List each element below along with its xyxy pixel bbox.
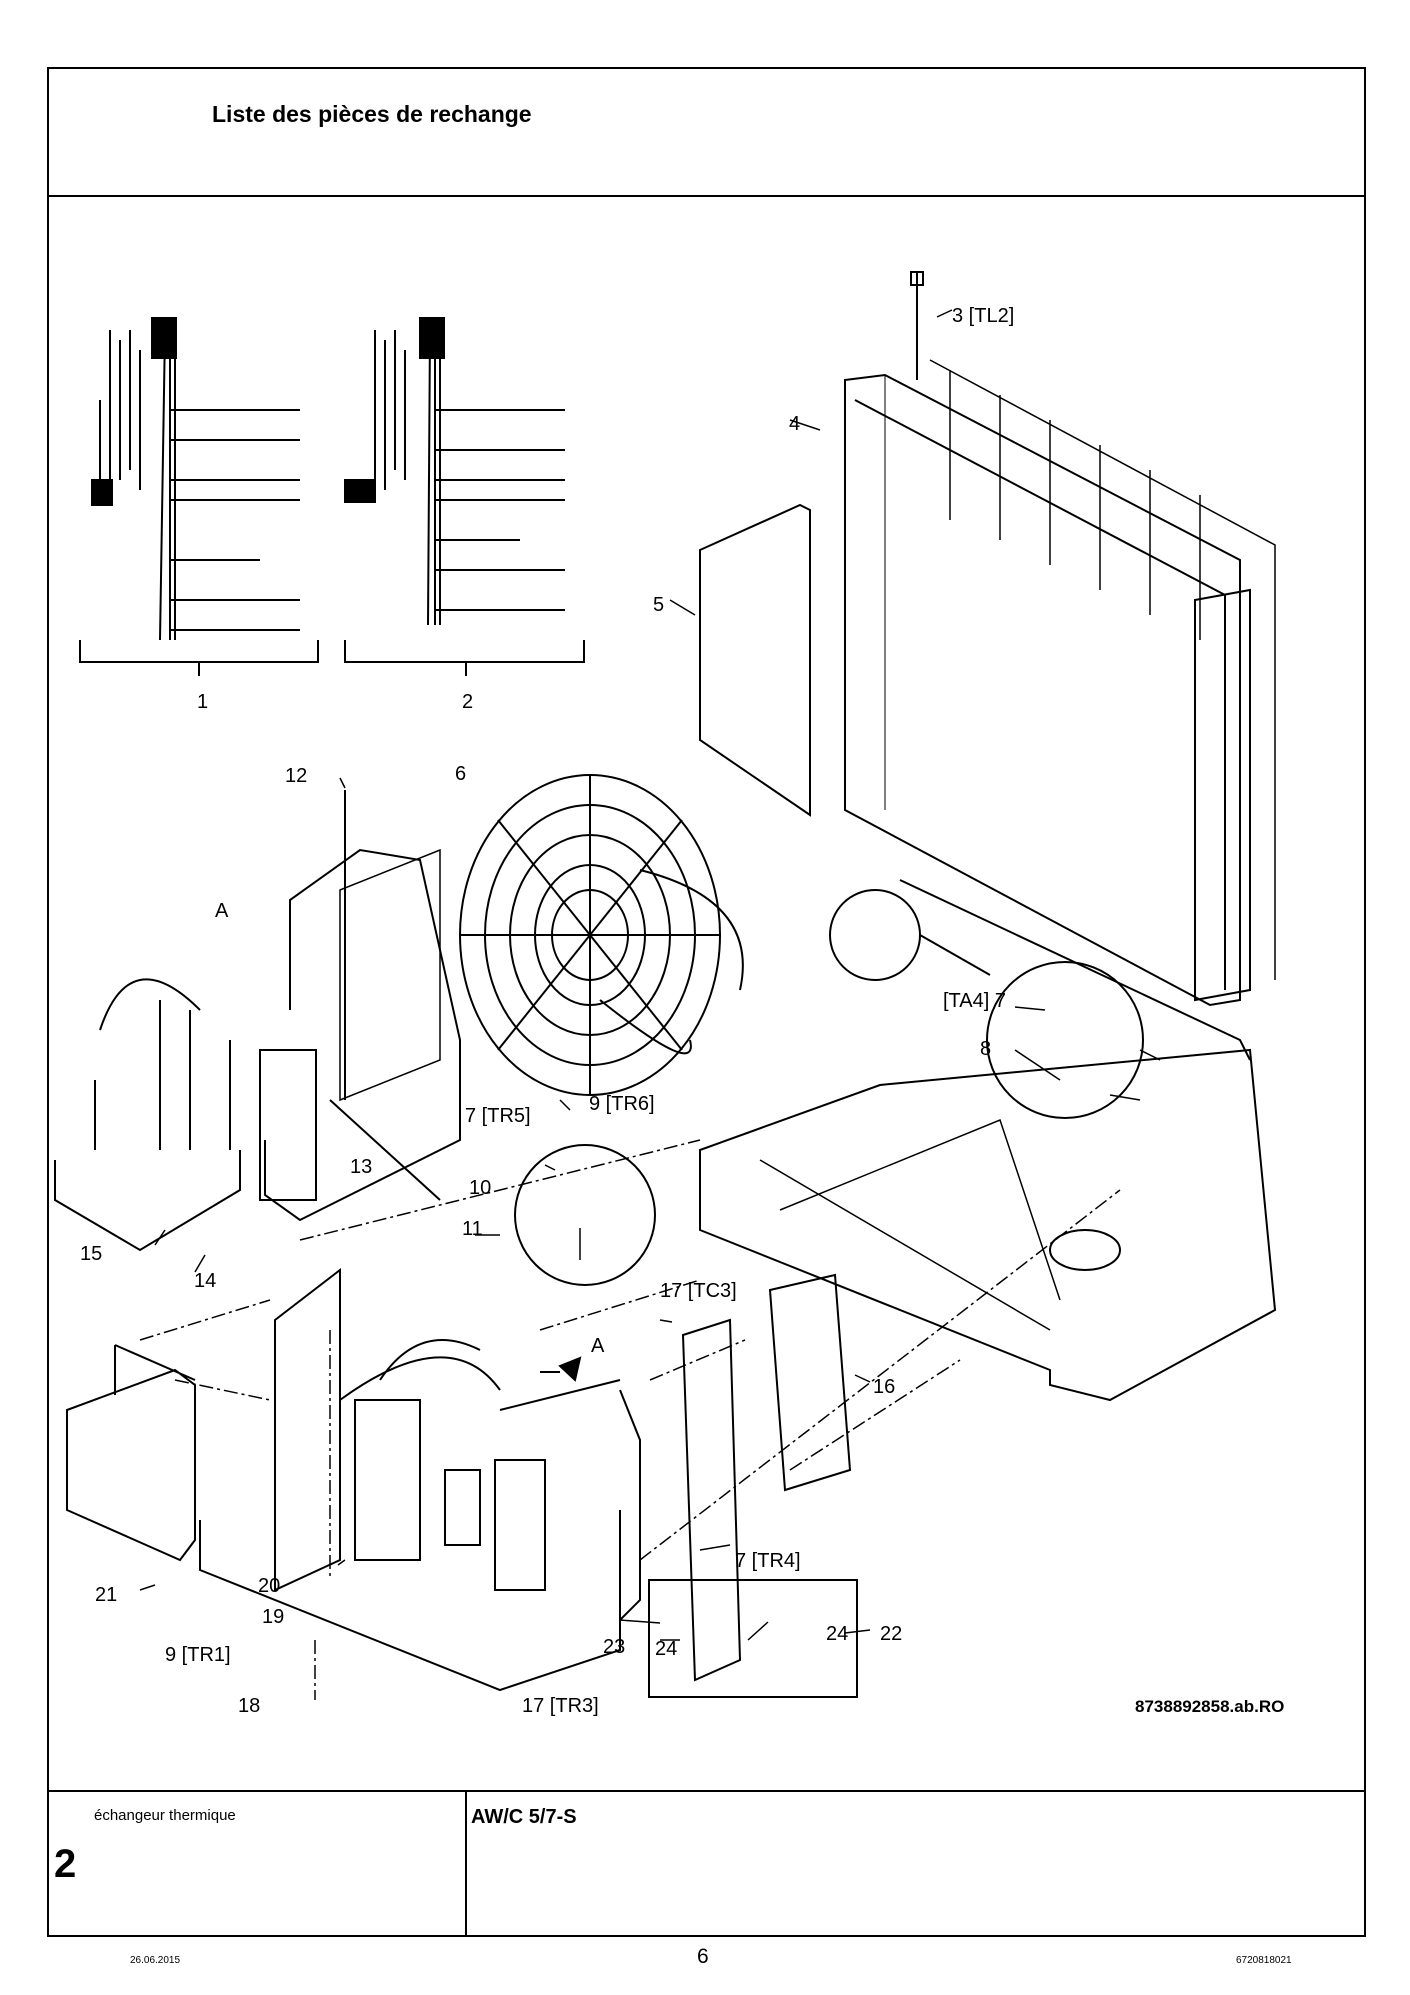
page-frame xyxy=(47,67,1366,1937)
label-20: 20 xyxy=(258,1575,280,1597)
exploded-view-diagram: 1 2 3 [TL2] 4 5 6 A A 12 [TA4] 7 8 7 [TR… xyxy=(54,271,1284,1717)
label-12: 12 xyxy=(285,765,307,787)
detail-circle-compressor xyxy=(514,1144,656,1286)
label-8: 8 xyxy=(980,1038,991,1060)
compressor-assembly-bottom xyxy=(199,1267,641,1692)
bracket-1 xyxy=(79,640,319,676)
label-24-a: 24 xyxy=(655,1638,677,1660)
label-24-b: 24 xyxy=(826,1623,848,1645)
condenser-coil xyxy=(844,359,1276,1007)
drawing-reference: 8738892858.ab.RO xyxy=(1135,1697,1284,1716)
footer-column-divider xyxy=(465,1790,467,1937)
label-23: 23 xyxy=(603,1636,625,1658)
wiring-harness-2 xyxy=(344,317,565,626)
label-4: 4 xyxy=(789,413,800,435)
callout-labels: 1 2 3 [TL2] 4 5 6 A A 12 [TA4] 7 8 7 [TR… xyxy=(80,305,1284,1717)
label-16: 16 xyxy=(873,1376,895,1398)
section-number: 2 xyxy=(54,1842,77,1886)
label-7-tr4: 7 [TR4] xyxy=(735,1550,801,1572)
document-code: 6720818021 xyxy=(1236,1955,1292,1966)
label-a-2: A xyxy=(591,1335,605,1357)
label-9-tr6: 9 [TR6] xyxy=(589,1093,655,1115)
fan-assembly xyxy=(459,774,744,1096)
label-7-tr5: 7 [TR5] xyxy=(465,1105,531,1127)
base-tray xyxy=(699,879,1277,1402)
label-17-tr3: 17 [TR3] xyxy=(522,1695,599,1717)
label-15: 15 xyxy=(80,1243,102,1265)
wiring-harness-1 xyxy=(91,317,300,641)
compressor-unit-top xyxy=(54,790,461,1252)
label-5: 5 xyxy=(653,594,664,616)
label-ta4-7: [TA4] 7 xyxy=(943,990,1006,1012)
label-17-tc3: 17 [TC3] xyxy=(660,1280,737,1302)
label-a-1: A xyxy=(215,900,229,922)
detail-box-filters xyxy=(648,1579,858,1698)
footer-divider xyxy=(47,1790,1366,1792)
sensor-tl2 xyxy=(910,271,924,380)
label-21: 21 xyxy=(95,1584,117,1606)
label-14: 14 xyxy=(194,1270,216,1292)
label-10: 10 xyxy=(469,1177,491,1199)
label-13: 13 xyxy=(350,1156,372,1178)
footer-date: 26.06.2015 xyxy=(130,1955,181,1966)
support-panel xyxy=(699,503,811,817)
bracket-2 xyxy=(344,640,585,676)
page-number: 6 xyxy=(697,1945,709,1968)
section-label: échangeur thermique xyxy=(94,1807,236,1824)
header-divider xyxy=(47,195,1366,197)
label-22: 22 xyxy=(880,1623,902,1645)
detail-circle-sensor8 xyxy=(986,961,1144,1119)
label-19: 19 xyxy=(262,1606,284,1628)
label-9-tr1: 9 [TR1] xyxy=(165,1644,231,1666)
page-title: Liste des pièces de rechange xyxy=(212,101,532,127)
separator-plate xyxy=(681,1318,742,1682)
label-11: 11 xyxy=(462,1218,483,1240)
electrical-box xyxy=(66,1344,196,1562)
label-2: 2 xyxy=(462,691,473,713)
model-name: AW/C 5/7-S xyxy=(471,1806,577,1828)
label-3: 3 [TL2] xyxy=(952,305,1014,327)
label-1: 1 xyxy=(197,691,208,713)
detail-circle-ta4 xyxy=(829,889,921,981)
label-6: 6 xyxy=(455,763,466,785)
label-18: 18 xyxy=(238,1695,260,1717)
direction-arrow xyxy=(540,1356,582,1382)
plate-heat-exchanger xyxy=(768,1273,852,1492)
